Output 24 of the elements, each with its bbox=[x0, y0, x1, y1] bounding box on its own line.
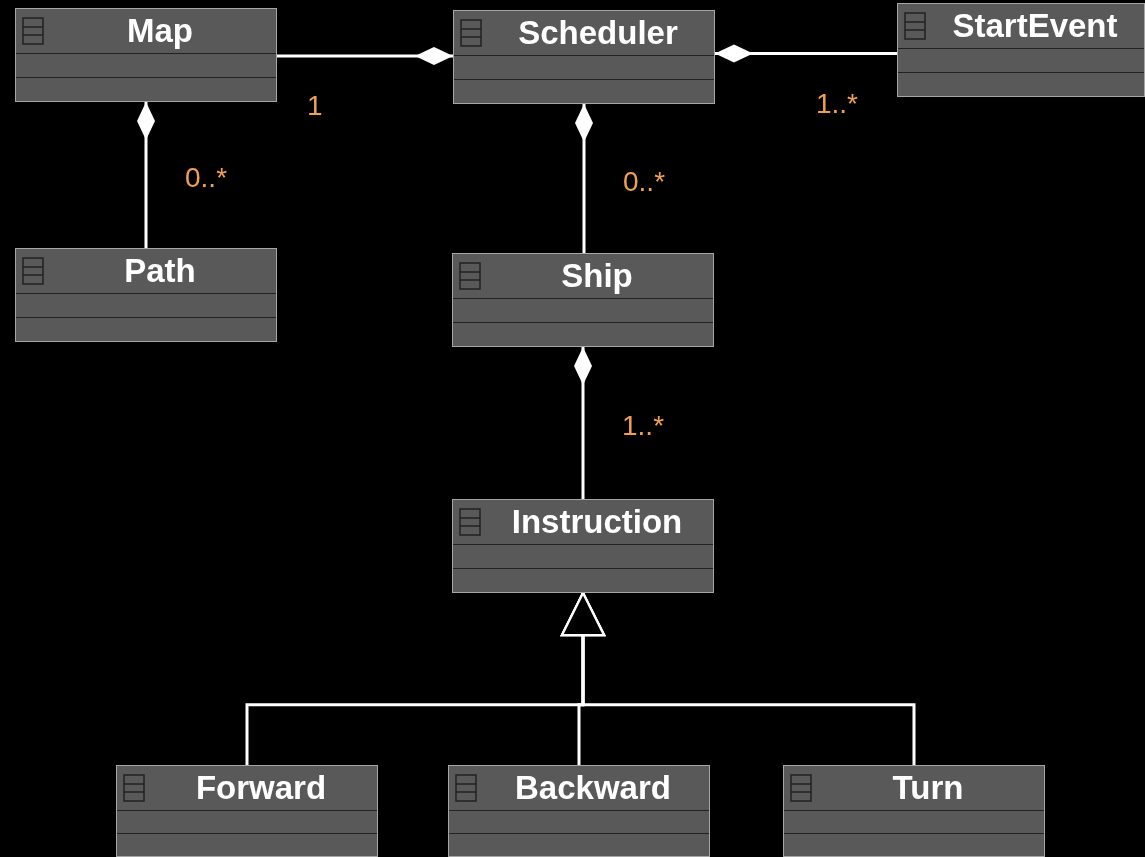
generalization-arrow bbox=[560, 591, 916, 765]
composition-line bbox=[574, 347, 592, 499]
class-name: Map bbox=[126, 12, 194, 50]
class-name: Instruction bbox=[510, 503, 684, 541]
class-name: Ship bbox=[560, 257, 634, 295]
class-name: Backward bbox=[514, 769, 672, 807]
class-box bbox=[452, 253, 714, 347]
class-name: Forward bbox=[194, 769, 328, 807]
class-name: Path bbox=[123, 252, 197, 290]
class-name: Scheduler bbox=[517, 14, 679, 52]
class-box bbox=[453, 10, 715, 104]
composition-line bbox=[575, 104, 593, 253]
class-box bbox=[897, 3, 1145, 97]
class-box bbox=[783, 765, 1045, 857]
class-box bbox=[452, 499, 714, 593]
class-box bbox=[15, 8, 277, 102]
class-name: StartEvent bbox=[951, 7, 1119, 45]
class-box bbox=[15, 248, 277, 342]
composition-line bbox=[137, 102, 155, 248]
composition-line bbox=[277, 47, 453, 65]
class-box bbox=[448, 765, 710, 857]
class-box bbox=[116, 765, 378, 857]
class-name: Turn bbox=[891, 769, 965, 807]
composition-line bbox=[715, 44, 897, 63]
